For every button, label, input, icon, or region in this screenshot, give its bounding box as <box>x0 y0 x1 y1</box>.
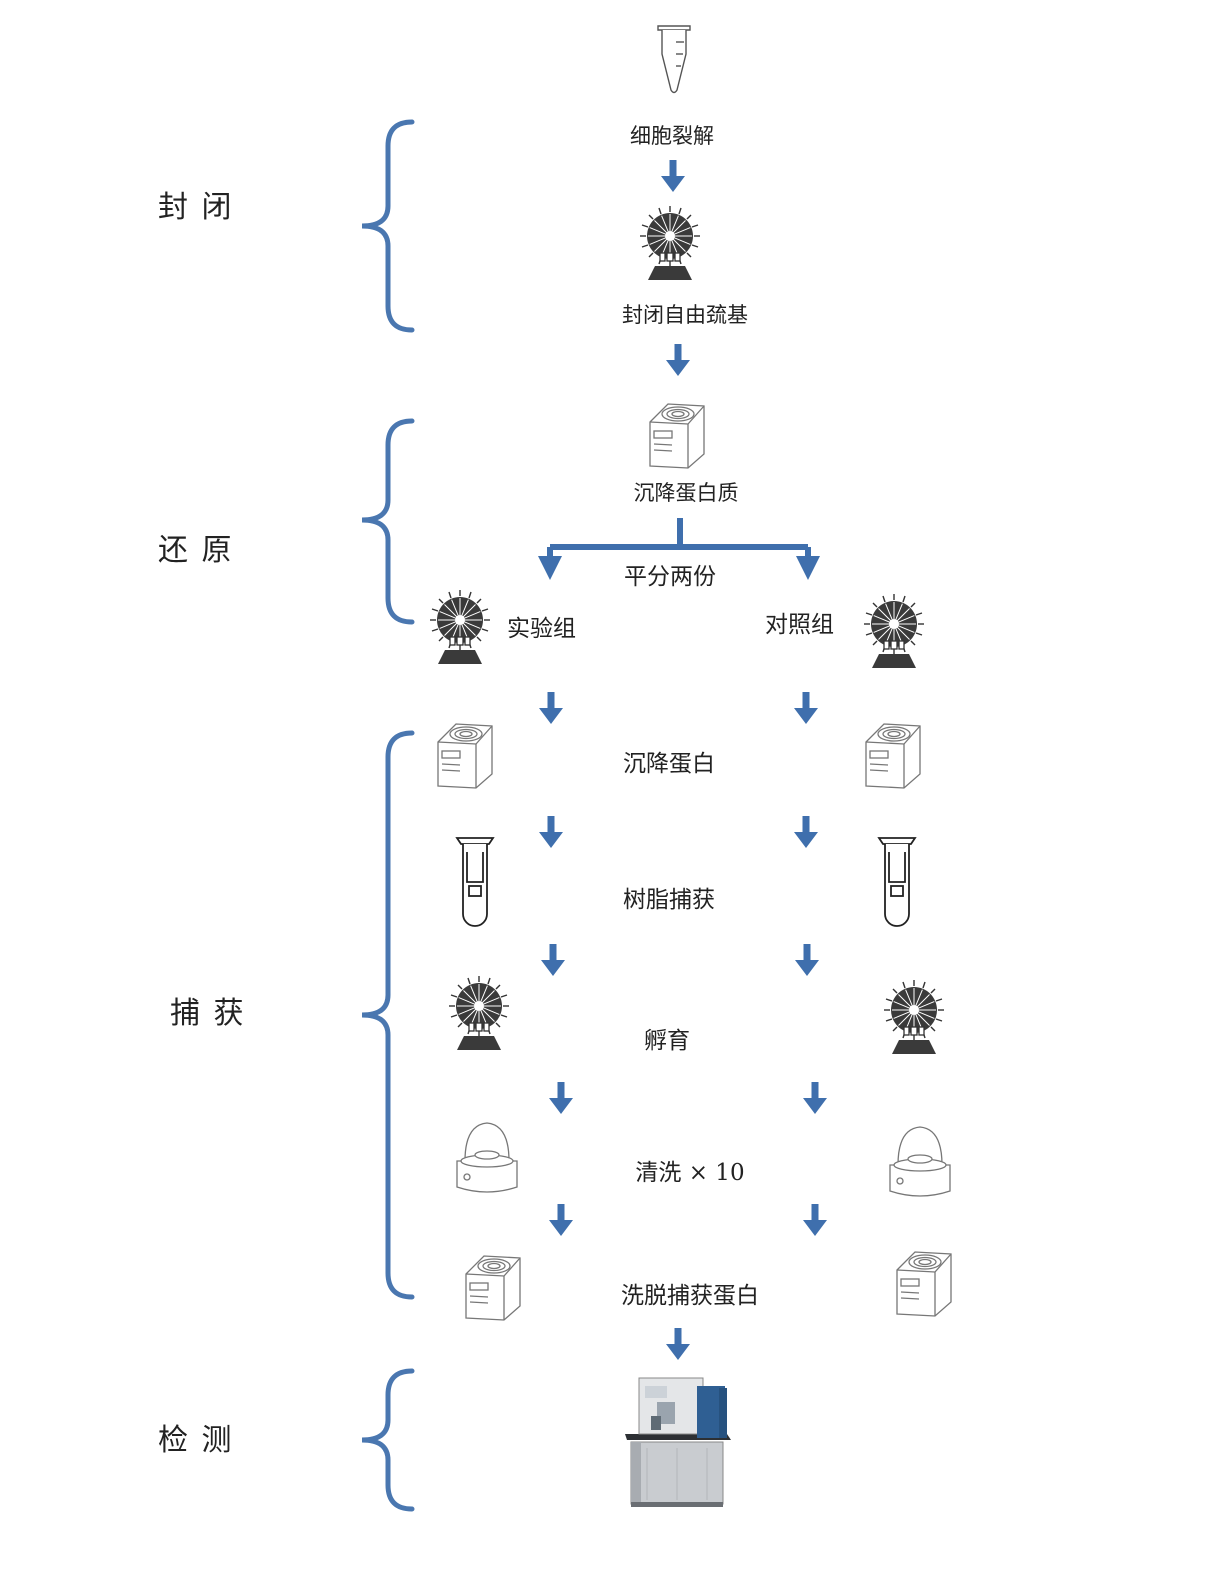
step-label-elute: 洗脱捕获蛋白 <box>621 1283 759 1309</box>
brace-block <box>361 119 415 333</box>
arrow-down <box>795 944 819 976</box>
arrow-down <box>803 1082 827 1114</box>
rotator-mixer-icon <box>448 975 510 1051</box>
rotator-mixer-icon <box>429 589 491 665</box>
centrifuge-icon <box>865 723 921 789</box>
step-label-lysis: 细胞裂解 <box>630 124 714 148</box>
arrow-down <box>549 1082 573 1114</box>
arrow-down <box>541 944 565 976</box>
centrifuge-icon <box>896 1251 952 1317</box>
arrow-down <box>661 160 685 192</box>
brace-detect <box>361 1368 415 1512</box>
spin-column-tube-icon <box>878 837 916 927</box>
step-label-experiment-group: 实验组 <box>507 616 576 642</box>
arrow-down <box>539 816 563 848</box>
rotator-mixer-icon <box>639 205 701 281</box>
spin-column-tube-icon <box>456 837 494 927</box>
mass-spectrometer-icon <box>625 1377 731 1507</box>
rotator-mixer-icon <box>863 593 925 669</box>
step-label-split: 平分两份 <box>624 564 716 590</box>
arrow-down <box>803 1204 827 1236</box>
mini-centrifuge-icon <box>889 1126 951 1197</box>
step-label-wash: 清洗 × 10 <box>635 1160 745 1186</box>
arrow-down <box>794 816 818 848</box>
split-arrow-right <box>796 556 820 580</box>
step-label-block-thiol: 封闭自由巯基 <box>622 303 748 327</box>
arrow-down <box>794 692 818 724</box>
centrifuge-icon <box>649 403 705 469</box>
brace-capture <box>361 730 415 1300</box>
arrow-down <box>666 1328 690 1360</box>
step-label-precipitate-protein: 沉降蛋白质 <box>633 481 739 505</box>
step-label-incubate: 孵育 <box>644 1028 690 1054</box>
stage-label-block: 封 闭 <box>158 190 234 225</box>
stage-label-reduce: 还 原 <box>158 533 234 568</box>
step-label-control-group: 对照组 <box>765 612 834 638</box>
microcentrifuge-tube-icon <box>657 25 691 94</box>
rotator-mixer-icon <box>883 979 945 1055</box>
stage-label-detect: 检 测 <box>158 1423 234 1458</box>
split-arrow-left <box>538 556 562 580</box>
centrifuge-icon <box>437 723 493 789</box>
centrifuge-icon <box>465 1255 521 1321</box>
brace-reduce <box>361 418 415 625</box>
mini-centrifuge-icon <box>456 1122 518 1193</box>
step-label-resin-capture: 树脂捕获 <box>623 887 715 913</box>
stage-label-capture: 捕 获 <box>170 996 246 1031</box>
arrow-down <box>666 344 690 376</box>
arrow-down <box>539 692 563 724</box>
split-connector <box>547 518 811 562</box>
arrow-down <box>549 1204 573 1236</box>
step-label-precipitate: 沉降蛋白 <box>623 751 715 777</box>
